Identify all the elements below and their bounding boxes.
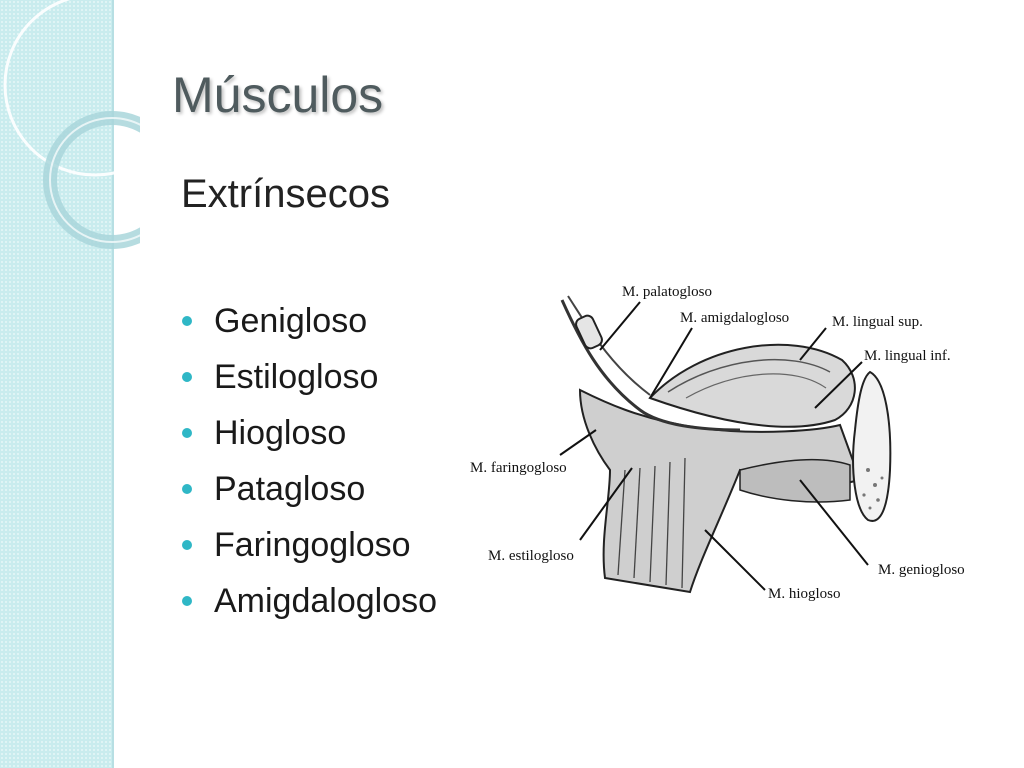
tongue-contour-line — [685, 373, 827, 399]
slide-subtitle: Extrínsecos — [181, 172, 390, 216]
bullet-icon — [182, 372, 192, 382]
list-item: Patagloso — [182, 468, 437, 524]
hyoglossus-fibers — [617, 457, 686, 589]
label-lingual-inf: M. lingual inf. — [864, 348, 951, 364]
mandible-fragment — [852, 370, 892, 522]
label-estilogloso: M. estilogloso — [488, 548, 574, 564]
side-divider — [112, 0, 114, 768]
bullet-icon — [182, 316, 192, 326]
list-item: Faringogloso — [182, 524, 437, 580]
bullet-icon — [182, 428, 192, 438]
label-hiogloso: M. hiogloso — [768, 586, 841, 602]
list-item: Amigdalogloso — [182, 580, 437, 636]
bullet-icon — [182, 596, 192, 606]
label-palatogloso: M. palatogloso — [622, 284, 712, 300]
styloglossus-band — [560, 299, 741, 432]
list-item: Genigloso — [182, 300, 437, 356]
label-lingual-sup: M. lingual sup. — [832, 314, 923, 330]
decorative-rings — [3, 0, 140, 249]
bone-texture — [862, 468, 884, 510]
leader-lines — [559, 301, 869, 591]
tongue-contour-line — [667, 358, 831, 393]
muscle-list: Genigloso Estilogloso Hiogloso Patagloso… — [182, 300, 437, 636]
bullet-icon — [182, 540, 192, 550]
tongue-muscles-diagram: M. palatogloso M. amigdalogloso M. lingu… — [470, 284, 965, 602]
slide-title: Músculos — [172, 67, 384, 123]
genioglossus-area — [739, 458, 851, 503]
list-item: Hiogloso — [182, 412, 437, 468]
tongue-dorsum — [648, 343, 856, 428]
list-item: Estilogloso — [182, 356, 437, 412]
bullet-icon — [182, 484, 192, 494]
label-geniogloso: M. geniogloso — [878, 562, 965, 578]
label-faringogloso: M. faringogloso — [470, 460, 567, 476]
styloid-process — [575, 314, 603, 350]
label-amigdalogloso: M. amigdalogloso — [680, 310, 789, 326]
